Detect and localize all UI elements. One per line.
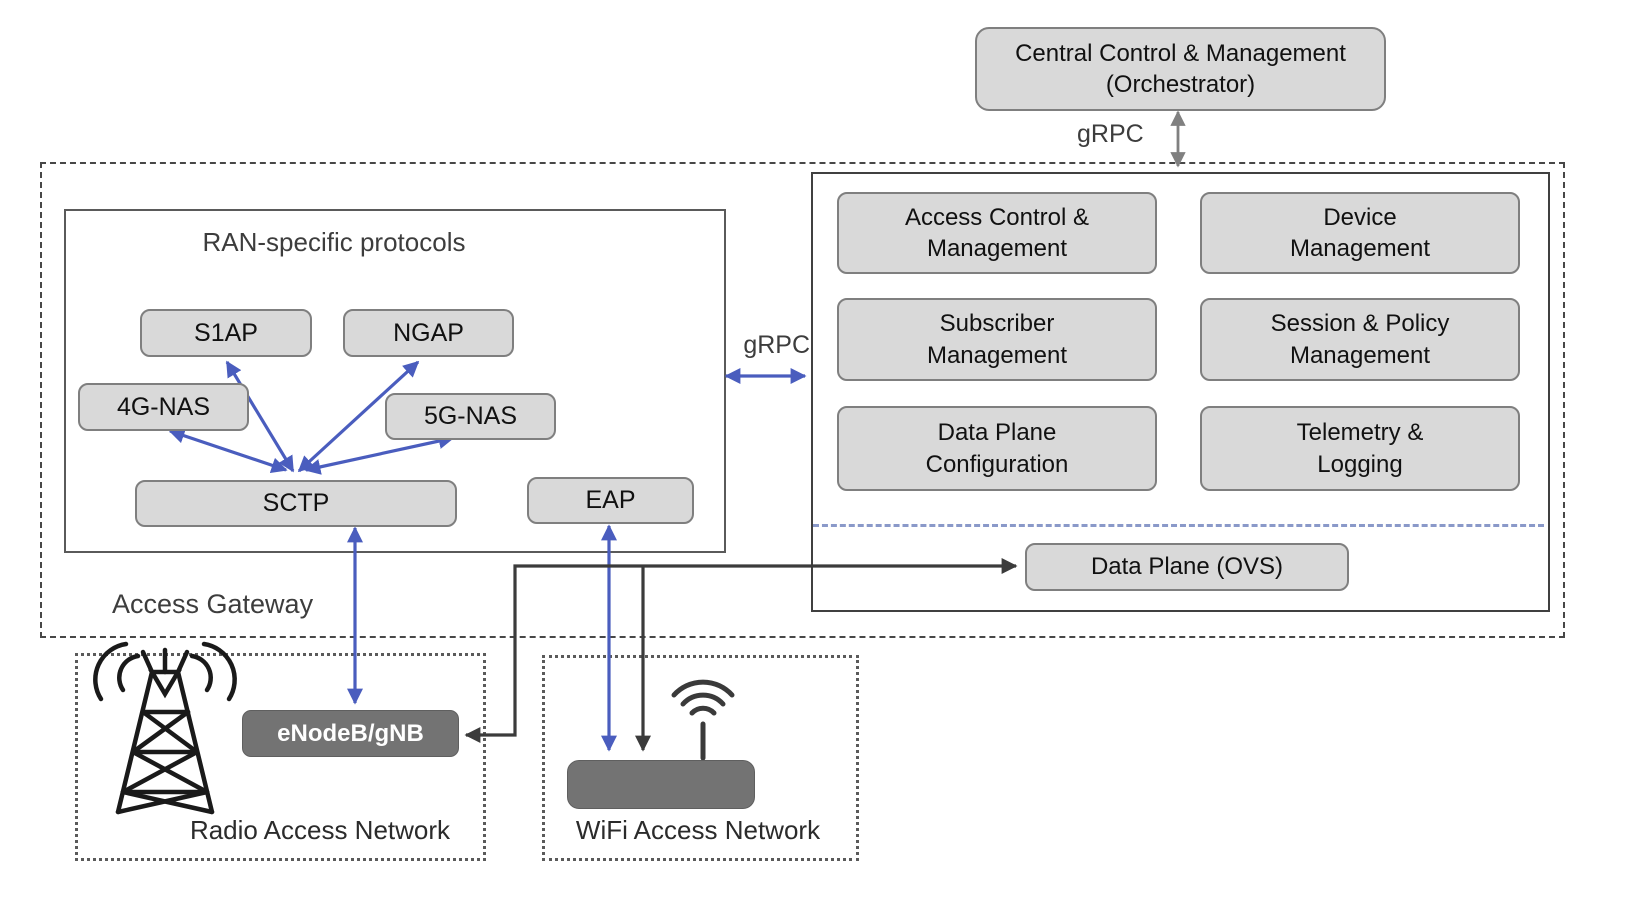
radio-access-network-box: [75, 653, 486, 861]
eap-box: EAP: [527, 477, 694, 524]
module-access-control: Access Control & Management: [837, 192, 1157, 274]
eap-label: EAP: [585, 486, 636, 515]
orchestrator-line1: Central Control & Management: [1015, 39, 1346, 67]
enodeb-gnb-label: eNodeB/gNB: [277, 719, 424, 747]
data-plane-ovs-box: Data Plane (OVS): [1025, 543, 1349, 591]
module-line: Session & Policy: [1270, 310, 1450, 338]
ngap-box: NGAP: [343, 309, 514, 357]
access-gateway-label: Access Gateway: [112, 589, 314, 619]
module-line: Data Plane: [937, 419, 1057, 447]
ran-protocols-title: RAN-specific protocols: [202, 227, 466, 257]
module-device-management: Device Management: [1200, 192, 1520, 274]
module-line: Device: [1323, 203, 1397, 231]
5g-nas-box: 5G-NAS: [385, 393, 556, 440]
module-line: Management: [926, 235, 1068, 262]
wifi-access-network-label: WiFi Access Network: [575, 815, 821, 845]
data-plane-ovs-label: Data Plane (OVS): [1090, 553, 1284, 581]
module-data-plane-config: Data Plane Configuration: [837, 406, 1157, 491]
ngap-label: NGAP: [393, 318, 464, 347]
s1ap-label: S1AP: [194, 318, 258, 347]
s1ap-box: S1AP: [140, 309, 312, 357]
4g-nas-label: 4G-NAS: [116, 392, 211, 421]
module-line: Management: [1289, 235, 1431, 262]
module-line: Logging: [1317, 450, 1403, 478]
module-session-policy: Session & Policy Management: [1200, 298, 1520, 381]
module-line: Management: [926, 341, 1068, 369]
grpc-label-top: gRPC: [1077, 120, 1144, 148]
module-line: Access Control &: [904, 203, 1090, 231]
orchestrator-line2: (Orchestrator): [1105, 71, 1256, 98]
sctp-box: SCTP: [135, 480, 457, 527]
module-line: Management: [1289, 341, 1431, 369]
grpc-label-mid: gRPC: [743, 331, 810, 359]
module-telemetry-logging: Telemetry & Logging: [1200, 406, 1520, 491]
sctp-label: SCTP: [262, 489, 330, 518]
control-data-plane-divider: [813, 524, 1544, 527]
module-line: Telemetry &: [1296, 419, 1424, 447]
module-line: Configuration: [925, 450, 1069, 478]
4g-nas-box: 4G-NAS: [78, 383, 249, 431]
radio-access-network-label: Radio Access Network: [189, 815, 451, 845]
module-line: Subscriber: [939, 310, 1055, 338]
wifi-access-point-box: [567, 760, 755, 809]
module-subscriber-management: Subscriber Management: [837, 298, 1157, 381]
5g-nas-label: 5G-NAS: [423, 402, 518, 431]
control-plane-panel: [811, 172, 1550, 612]
enodeb-gnb-box: eNodeB/gNB: [242, 710, 459, 757]
orchestrator-box: Central Control & Management (Orchestrat…: [975, 27, 1386, 111]
